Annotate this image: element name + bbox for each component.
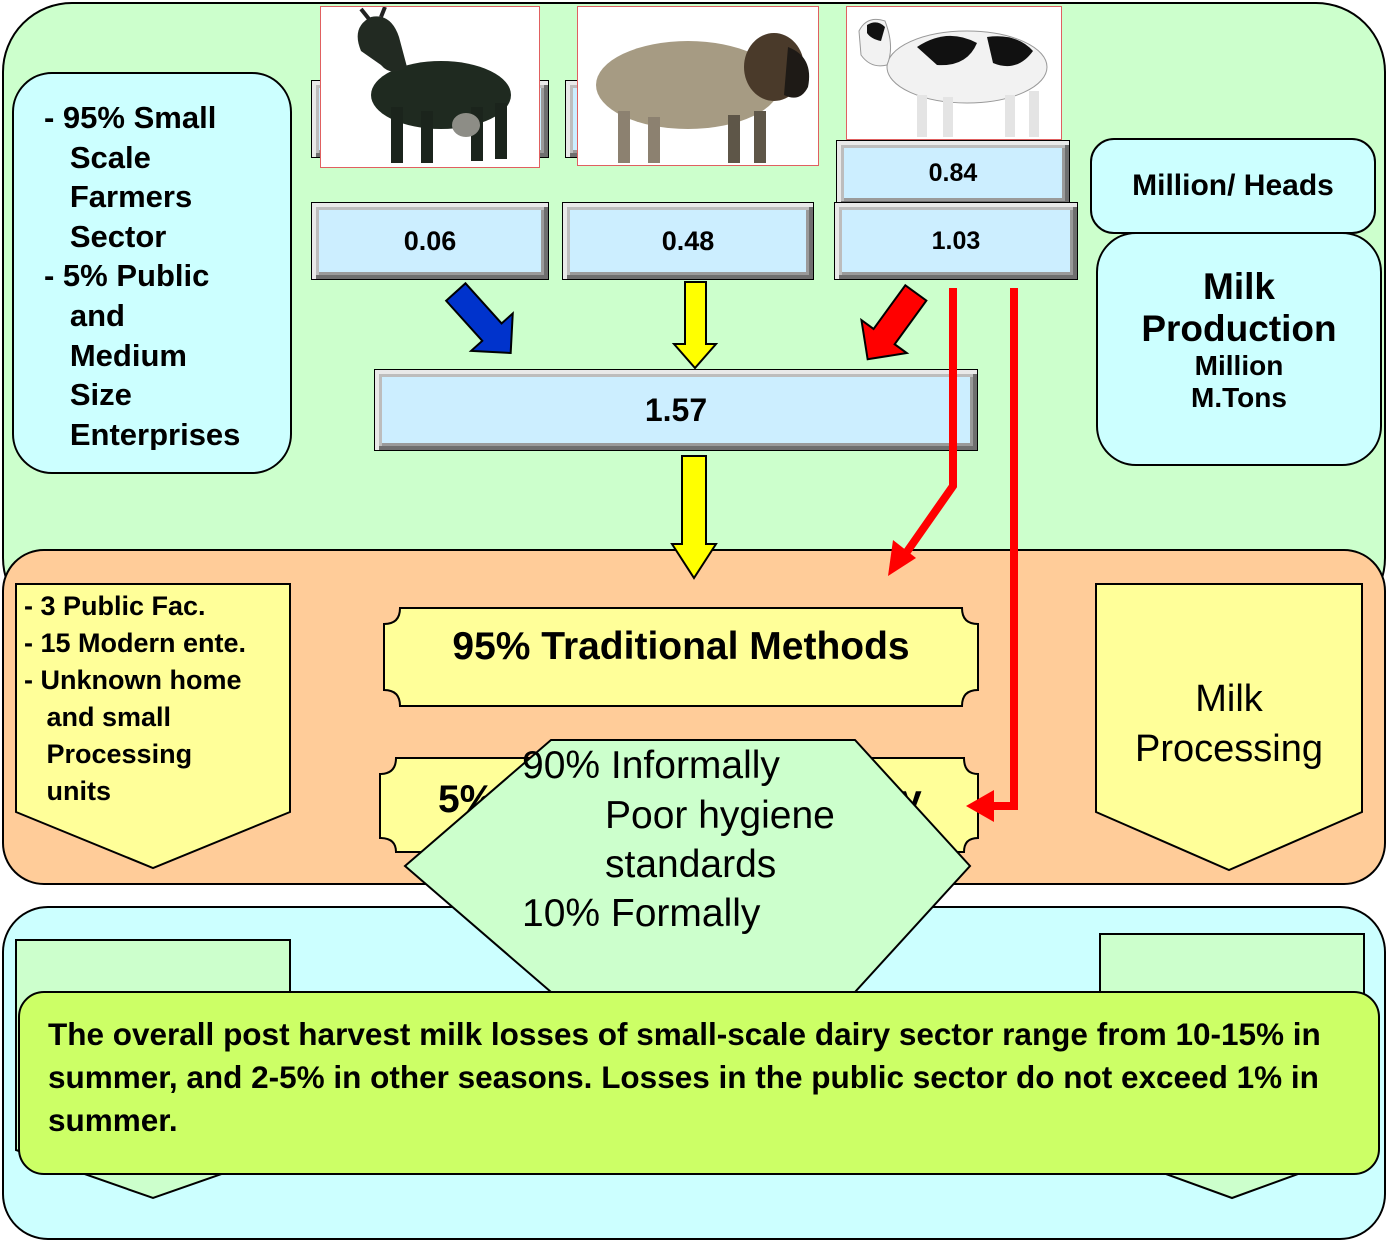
sector-share-line: Scale (44, 139, 151, 175)
sector-share-line: - 5% Public (44, 258, 210, 294)
facility-line: - 3 Public Fac. (24, 591, 206, 621)
facility-line: - 15 Modern ente. (24, 628, 247, 658)
hexagon-line-2: Poor hygiene (605, 794, 835, 837)
facilities-text: - 3 Public Fac. - 15 Modern ente. - Unknow… (24, 588, 288, 810)
sector-share-line: and (44, 297, 125, 333)
milk-processing-title: Milk Processing (1096, 674, 1362, 774)
sector-share-line: Sector (44, 218, 167, 254)
sheep-milk-value: 0.48 (562, 202, 814, 280)
losses-note-text: The overall post harvest milk losses of … (48, 1016, 1321, 1138)
modern-methods-label-left: 5% (438, 778, 495, 821)
facility-line: units (24, 776, 112, 806)
losses-note-box: The overall post harvest milk losses of … (18, 991, 1380, 1175)
hexagon-line-3: standards (605, 843, 777, 886)
cow-image (846, 6, 1062, 140)
milk-processing-title-2: Processing (1135, 728, 1323, 770)
facility-line: Processing (24, 739, 193, 769)
hexagon-line-4: 10% Formally (522, 892, 761, 935)
sector-share-line: Enterprises (44, 416, 241, 450)
milk-processing-title-1: Milk (1195, 678, 1263, 720)
facility-line: - Unknown home (24, 665, 242, 695)
total-milk-value: 1.57 (374, 369, 978, 451)
goat-image (320, 6, 540, 168)
milk-production-box: Milk Production Million M.Tons (1096, 232, 1382, 466)
sector-share-line: Medium (44, 337, 187, 373)
goat-milk-value: 0.06 (311, 202, 549, 280)
sector-share-box (12, 72, 292, 474)
sheep-image (577, 6, 819, 166)
modern-methods-label-right: y (900, 778, 922, 821)
cow-heads-value: 0.84 (836, 140, 1070, 206)
milk-unit-line-2: M.Tons (1191, 382, 1287, 413)
sector-share-text: - 95% Small Scale Farmers Sector - 5% Pub… (44, 98, 284, 450)
cow-milk-value: 1.03 (834, 202, 1078, 280)
facility-line: and small (24, 702, 172, 732)
heads-unit-label: Million/ Heads (1132, 169, 1334, 202)
milk-production-title-2: Production (1141, 308, 1337, 349)
hexagon-line-1: 90% Informally (522, 744, 780, 787)
heads-unit-box: Million/ Heads (1090, 138, 1376, 234)
milk-production-title-1: Milk (1203, 266, 1275, 307)
sector-share-line: - 95% Small (44, 100, 217, 135)
milk-unit-line-1: Million (1194, 350, 1284, 381)
sector-share-line: Farmers (44, 179, 193, 215)
traditional-methods-label: 95% Traditional Methods (452, 625, 910, 668)
sector-share-line: Size (44, 377, 132, 413)
